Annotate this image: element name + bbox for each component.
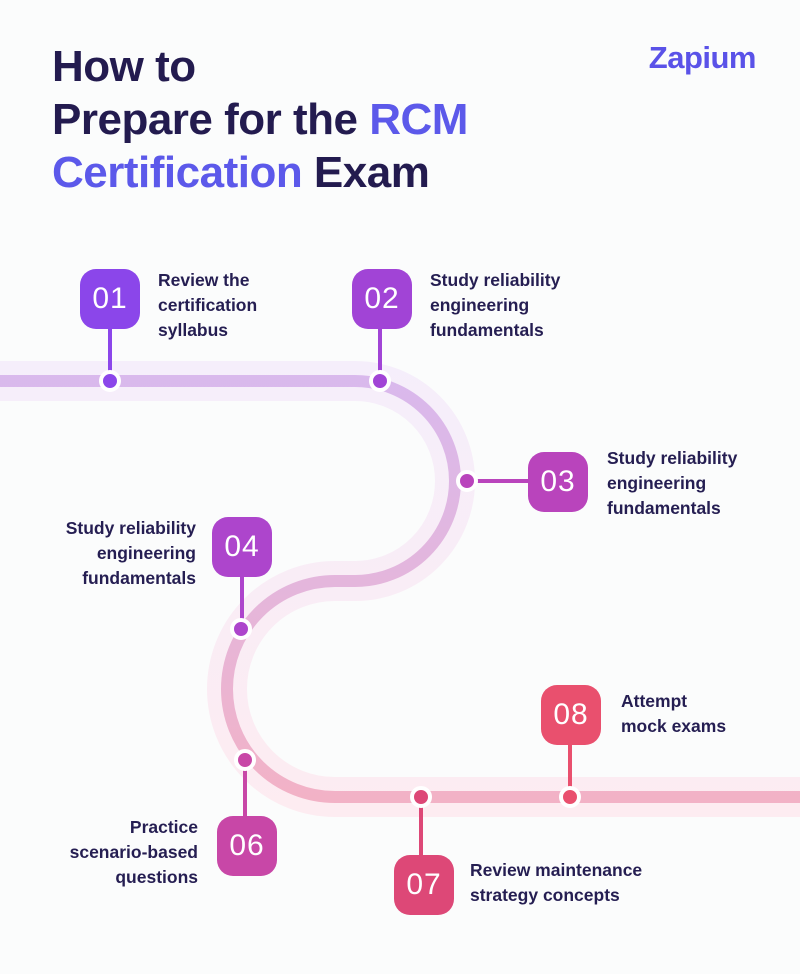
milestone-stem: [568, 743, 572, 789]
timeline-dot: [99, 370, 121, 392]
step-number-badge: 02: [352, 269, 412, 329]
step-number-badge: 03: [528, 452, 588, 512]
timeline-dot: [230, 618, 252, 640]
milestone-stem: [378, 327, 382, 376]
timeline-dot: [456, 470, 478, 492]
title-part1: How to Prepare for the: [52, 42, 358, 144]
step-number-badge: 08: [541, 685, 601, 745]
step-number-badge: 01: [80, 269, 140, 329]
title-part2: Exam: [302, 148, 430, 197]
milestone-stem: [472, 479, 530, 483]
milestone-stem: [240, 575, 244, 624]
milestone-stem: [243, 762, 247, 818]
step-label: Practice scenario-based questions: [69, 817, 198, 887]
timeline-dot: [559, 786, 581, 808]
milestone-stem: [108, 326, 112, 376]
step-label: Review maintenance strategy concepts: [470, 860, 643, 905]
title-accent: RCM Certification: [52, 95, 468, 197]
step-number-badge: 06: [217, 816, 277, 876]
milestone-stem: [419, 799, 423, 857]
step-label: Review the certification syllabus: [158, 270, 258, 340]
step-number-badge: 07: [394, 855, 454, 915]
timeline-dot: [410, 786, 432, 808]
step-number-badge: 04: [212, 517, 272, 577]
timeline-dot: [369, 370, 391, 392]
timeline-dot: [234, 749, 256, 771]
step-label: Study reliability engineering fundamenta…: [65, 518, 196, 588]
step-label: Study reliability engineering fundamenta…: [430, 270, 561, 340]
step-label: Attempt mock exams: [621, 691, 727, 736]
step-label: Study reliability engineering fundamenta…: [607, 448, 738, 518]
brand-logo: Zapium: [648, 40, 757, 75]
page-title: How to Prepare for the RCM Certification…: [52, 40, 468, 199]
